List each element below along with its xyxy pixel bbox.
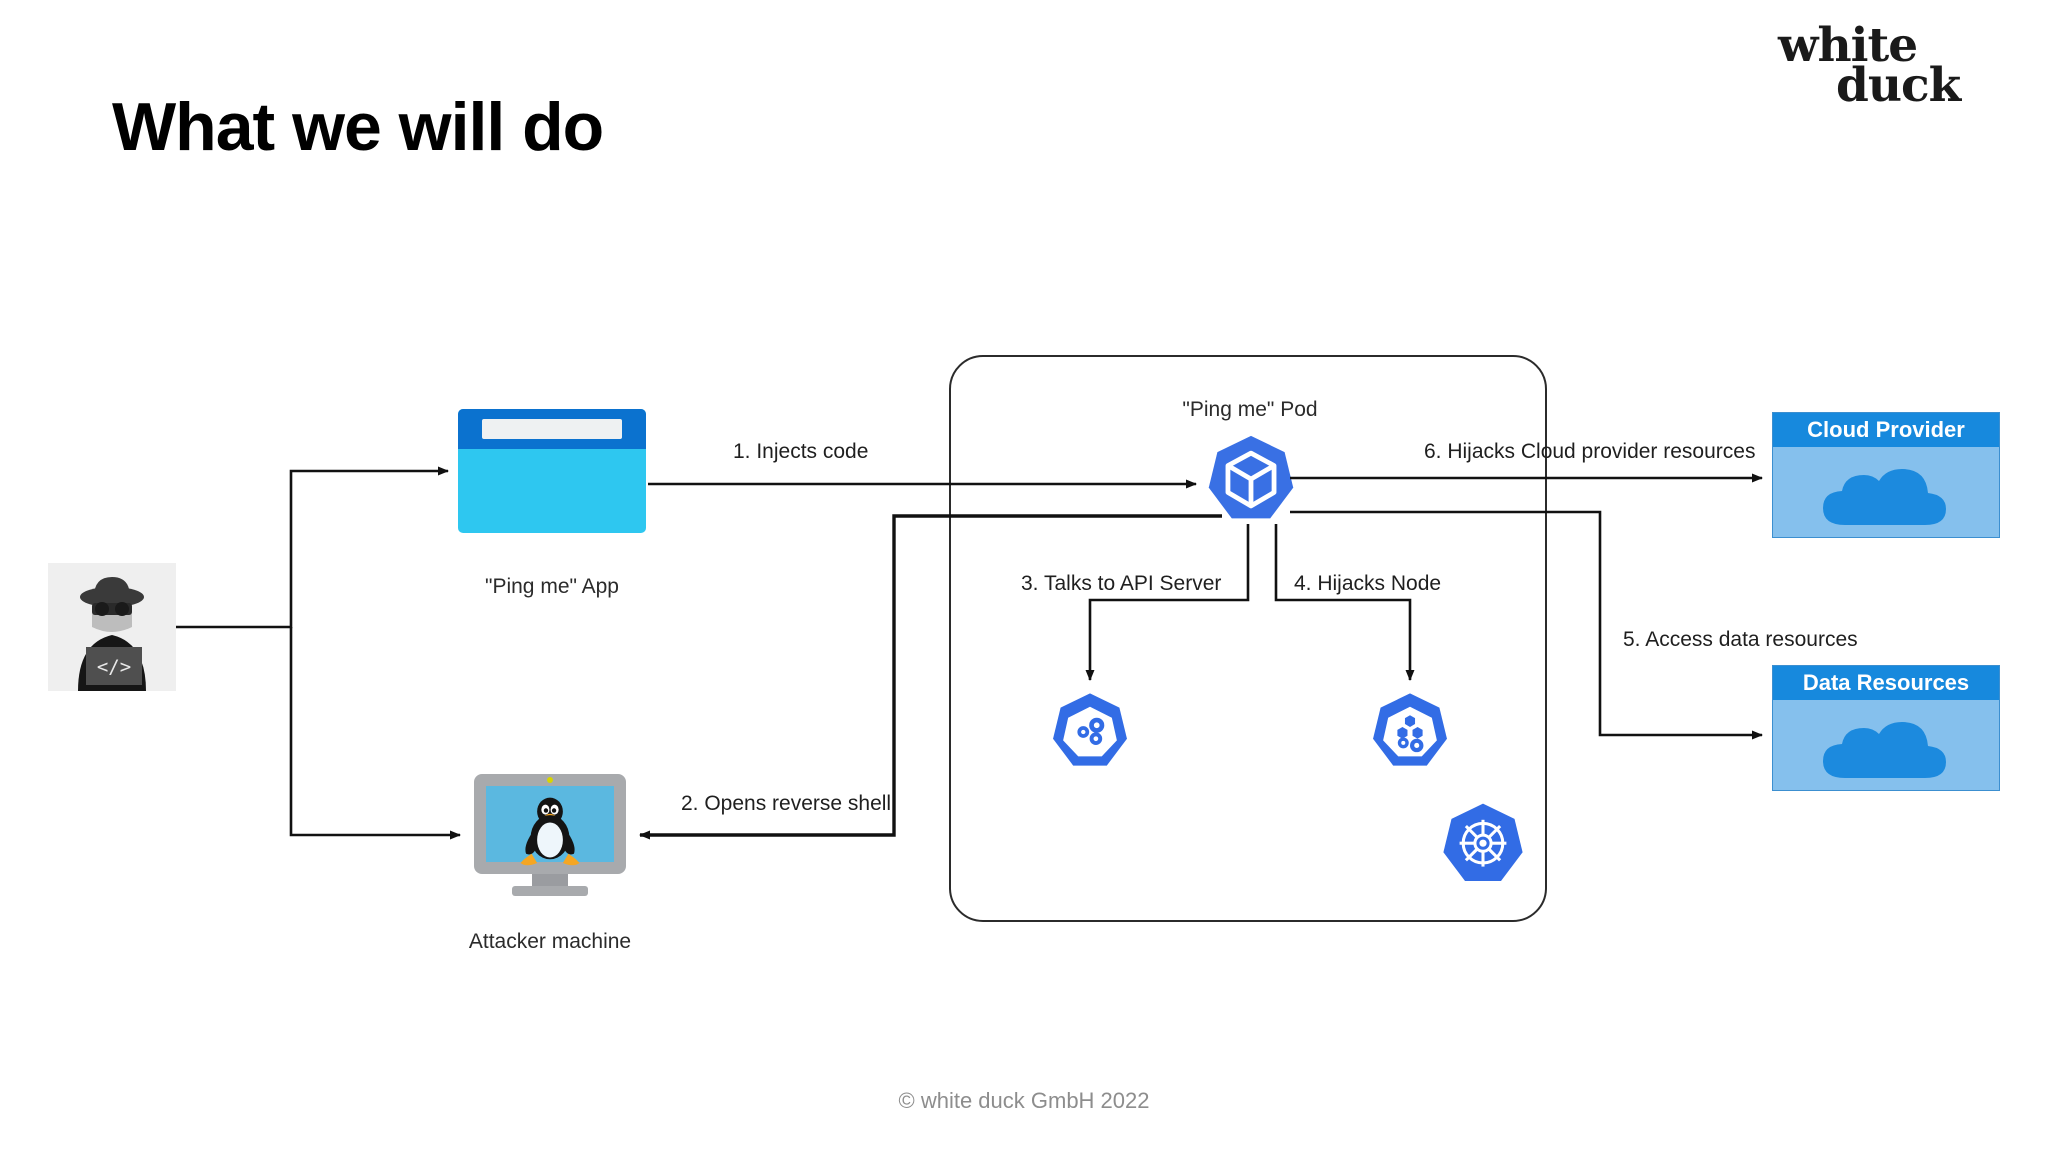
logo-line-1: white	[1778, 18, 1918, 73]
kubernetes-wheel-icon	[1438, 800, 1528, 895]
app-label: "Ping me" App	[485, 575, 619, 598]
kubernetes-pod-icon	[1203, 432, 1299, 533]
linux-monitor-icon	[470, 770, 630, 900]
edge-attacker-to-machine	[289, 627, 461, 840]
kubernetes-api-server-icon: api	[1048, 690, 1132, 779]
api-badge-text: api	[1084, 746, 1096, 756]
step-6-label: 6. Hijacks Cloud provider resources	[1424, 440, 1756, 463]
step-5-label: 5. Access data resources	[1623, 628, 1858, 651]
logo-line-2: duck	[1836, 58, 1961, 113]
svg-text:</>: </>	[97, 656, 131, 678]
data-resources-title: Data Resources	[1773, 666, 1999, 700]
cloud-provider-body	[1773, 447, 1999, 537]
step-1-label: 1. Injects code	[733, 440, 869, 463]
data-resources-body	[1773, 700, 1999, 790]
white-duck-logo: white duck	[1750, 18, 2000, 118]
attacker-machine-label: Attacker machine	[468, 930, 632, 953]
cloud-provider-box: Cloud Provider	[1772, 412, 2000, 538]
page-title: What we will do	[112, 89, 604, 165]
browser-window-icon	[458, 409, 646, 533]
cloud-icon	[1823, 469, 1946, 525]
cloud-icon	[1823, 722, 1946, 778]
hacker-icon: </>	[48, 563, 176, 691]
step-3-label: 3. Talks to API Server	[1021, 572, 1222, 595]
pod-label: "Ping me" Pod	[1182, 398, 1318, 421]
cloud-provider-title: Cloud Provider	[1773, 413, 1999, 447]
step-2-label: 2. Opens reverse shell	[681, 792, 892, 815]
edge-attacker-to-app	[176, 466, 449, 629]
browser-address-bar	[482, 419, 622, 439]
data-resources-box: Data Resources	[1772, 665, 2000, 791]
step-4-label: 4. Hijacks Node	[1294, 572, 1442, 595]
copyright-footer: © white duck GmbH 2022	[898, 1088, 1150, 1113]
kubernetes-node-icon	[1368, 690, 1452, 779]
